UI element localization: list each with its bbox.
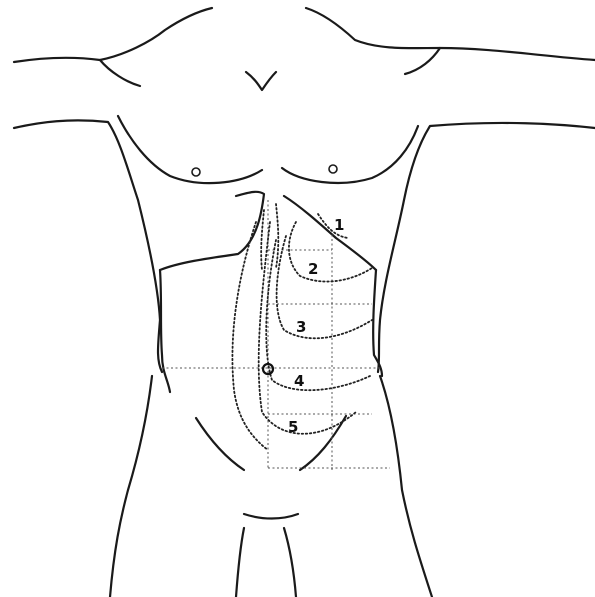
right-inner-thigh	[284, 528, 296, 597]
right-nipple	[329, 165, 337, 173]
zone-label-4: 4	[294, 372, 304, 390]
right-shoulder-arm-upper	[306, 8, 595, 60]
rectus-sheath-left	[261, 210, 264, 270]
rectus-sheath-center	[276, 204, 278, 268]
left-nipple	[192, 168, 200, 176]
left-shoulder-arm-upper	[14, 8, 212, 62]
zone-label-1: 1	[334, 216, 344, 234]
zone-label-5: 5	[288, 418, 298, 436]
left-inguinal-line	[196, 418, 244, 470]
left-pectoral	[118, 116, 262, 183]
left-inner-thigh	[236, 528, 244, 597]
zone-2-contour	[289, 222, 372, 282]
sternal-notch	[246, 72, 276, 90]
right-trapezius	[405, 48, 440, 74]
left-arm-lower	[14, 120, 162, 372]
right-arm-lower	[378, 123, 595, 372]
left-hip	[110, 376, 152, 597]
zone-label-3: 3	[296, 318, 306, 336]
zone-label-2: 2	[308, 260, 318, 278]
left-flank	[160, 270, 170, 392]
right-costal-margin	[284, 196, 376, 270]
left-costal-margin	[160, 192, 264, 270]
left-outer-contour	[232, 222, 268, 450]
pubic-line	[244, 514, 298, 519]
right-hip	[380, 376, 432, 597]
zone-3-contour	[277, 236, 372, 338]
left-trapezius	[100, 60, 140, 86]
right-pectoral	[282, 126, 418, 183]
